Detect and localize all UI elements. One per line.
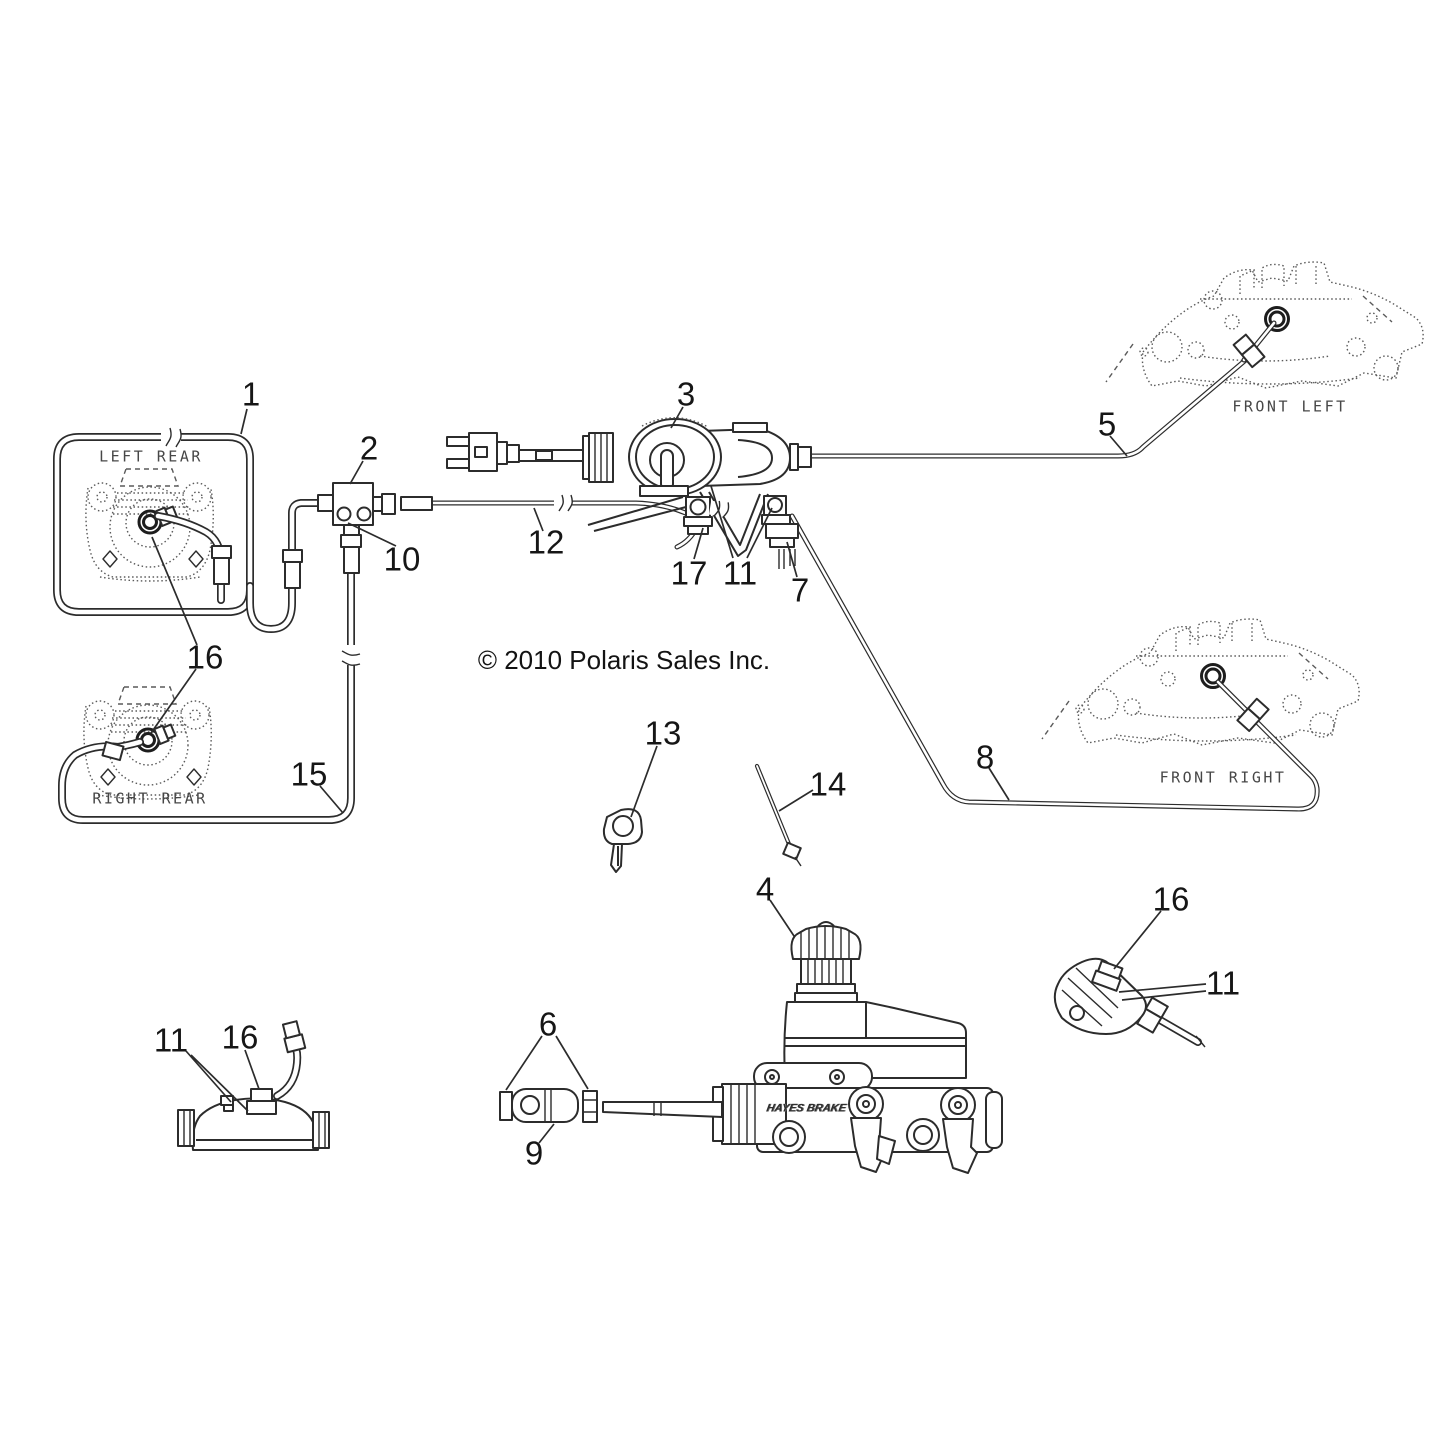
callout-9: 9 <box>524 1134 544 1172</box>
callout-10: 10 <box>383 540 421 578</box>
brand-embossed-text: HAYES BRAKE <box>765 1102 847 1115</box>
callout-4: 4 <box>755 870 775 908</box>
callout-11-junction: 11 <box>153 1021 189 1059</box>
callout-13: 13 <box>644 714 682 752</box>
callout-2: 2 <box>359 429 379 467</box>
callout-3: 3 <box>676 375 696 413</box>
callout-6: 6 <box>538 1005 558 1043</box>
callout-8: 8 <box>975 738 995 776</box>
lever-master-cylinder <box>446 417 812 569</box>
callout-1: 1 <box>241 375 261 413</box>
label-front-right: FRONT RIGHT <box>1159 768 1287 787</box>
label-right-rear: RIGHT REAR <box>92 789 208 808</box>
callout-14: 14 <box>809 765 847 803</box>
callout-16-elbow: 16 <box>1152 880 1190 918</box>
cable-tie-14 <box>757 766 802 867</box>
front-right-brake-line-8 <box>792 516 1317 809</box>
callout-leader-lines <box>150 406 1207 1144</box>
hose-elbow-part <box>1053 957 1206 1048</box>
front-left-caliper <box>1104 260 1425 390</box>
front-left-brake-line-5 <box>810 323 1274 456</box>
callout-17: 17 <box>670 554 708 592</box>
label-front-left: FRONT LEFT <box>1232 397 1348 416</box>
copyright-text: © 2010 Polaris Sales Inc. <box>477 645 771 675</box>
front-right-caliper <box>1040 617 1361 747</box>
line-breaks <box>161 427 730 666</box>
rear-brake-line-1 <box>57 437 334 629</box>
rear-junction-part <box>177 1020 330 1151</box>
bolt-13 <box>602 808 643 873</box>
callout-16-junction: 16 <box>221 1018 259 1056</box>
callout-11-lever: 11 <box>722 554 758 592</box>
line-fittings <box>101 333 1270 762</box>
callout-15: 15 <box>290 755 328 793</box>
callout-12: 12 <box>527 523 565 561</box>
label-left-rear: LEFT REAR <box>99 447 203 466</box>
master-cylinder-assembly <box>499 921 1003 1174</box>
callout-5: 5 <box>1097 405 1117 443</box>
junction-block <box>317 482 433 526</box>
callout-7: 7 <box>790 571 810 609</box>
callout-11-elbow: 11 <box>1205 964 1241 1002</box>
callout-16-rear: 16 <box>186 638 224 676</box>
